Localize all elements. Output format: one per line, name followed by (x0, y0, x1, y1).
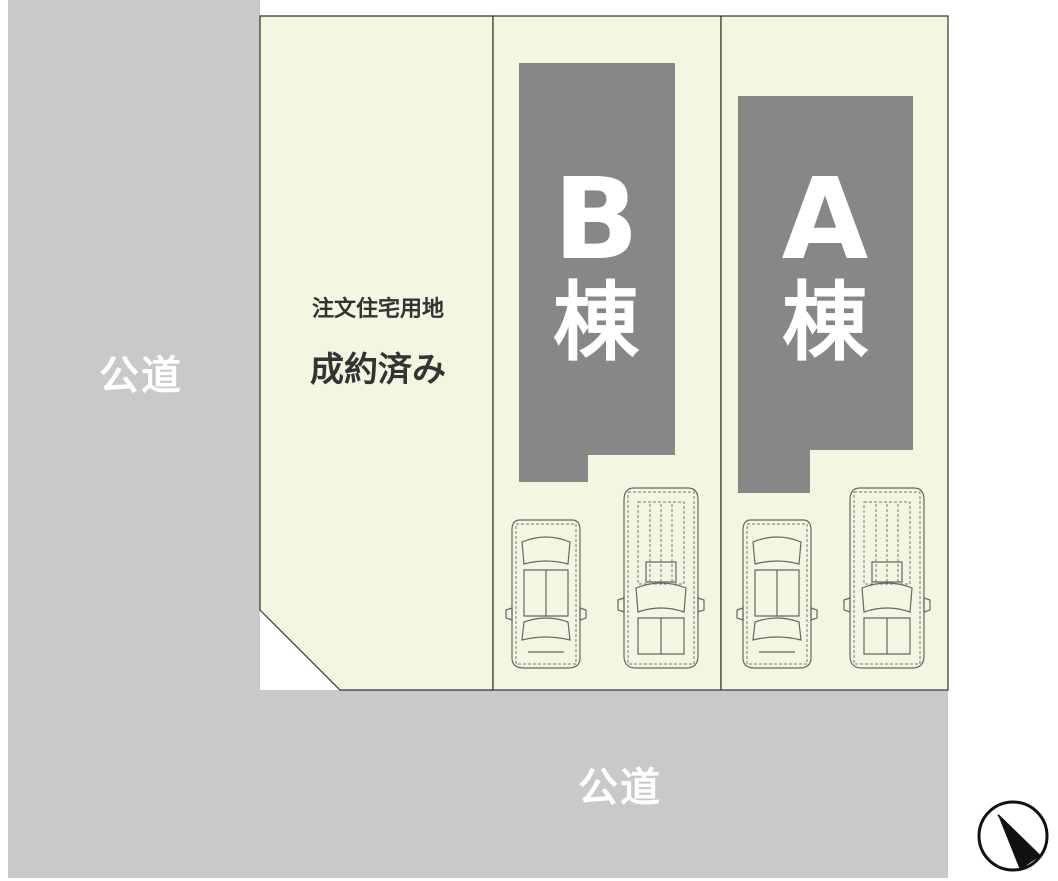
building-a-kanji: 棟 (782, 273, 869, 373)
west-road-label: 公道 (99, 353, 183, 399)
building-b-kanji: 棟 (553, 273, 640, 373)
building-b-letter: B (553, 155, 638, 285)
sold-lot-label-line1: 注文住宅用地 (312, 296, 444, 322)
building-a-letter: A (782, 155, 869, 285)
south-road-label: 公道 (578, 765, 662, 811)
sold-lot-label-line2: 成約済み (310, 350, 446, 390)
south-road (8, 690, 948, 878)
building-b (519, 63, 675, 482)
sold-lot (259, 15, 494, 691)
road-area (8, 0, 948, 878)
building-a (738, 96, 913, 493)
north-arrow-icon (977, 800, 1049, 872)
